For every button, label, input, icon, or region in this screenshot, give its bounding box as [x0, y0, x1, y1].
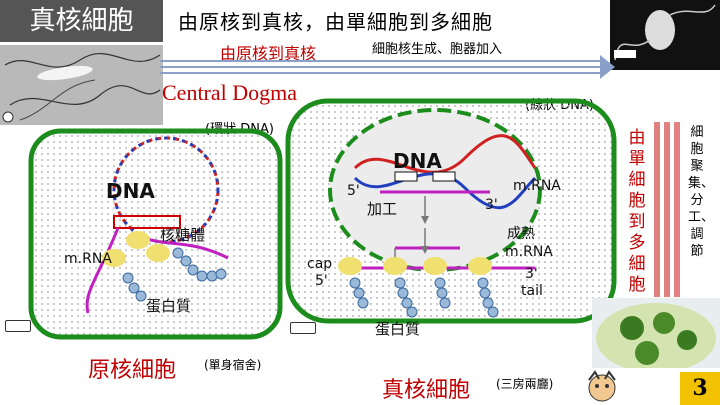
title-box: 真核細胞 — [0, 0, 163, 42]
prokaryote-cell-diagram: DNA m.RNA 核糖體 蛋白質 — [28, 128, 283, 340]
euk-3prime-2: 3' — [525, 266, 538, 282]
euk-cap-text: cap — [307, 256, 332, 272]
euk-5prime: 5' — [347, 183, 360, 199]
bacterium-photo — [0, 45, 163, 125]
euk-process-text: 加工 — [367, 200, 397, 218]
subtitle-nucleus-organelles: 細胞核生成、胞器加入 — [372, 42, 503, 57]
prokaryote-sub: (單身宿舍) — [204, 358, 262, 372]
arrow-prok-to-euk — [160, 55, 615, 79]
side-text-cell-aggregation: 細胞聚集、分工、調節 — [688, 125, 715, 259]
volvox-photo — [592, 298, 720, 368]
side-text-unicellular-to-multicellular: 由單細胞到多細胞 — [628, 128, 646, 295]
euk-mature-text: 成熟 — [507, 226, 535, 242]
page-number: 3 — [680, 372, 720, 405]
eukaryote-cell-diagram: DNA 5' 3' m.RNA 加工 成熟 m.RNA cap 5' 3' ta… — [285, 98, 617, 338]
cc-license-badge-2 — [290, 322, 316, 334]
prok-dna-text: DNA — [106, 179, 155, 203]
euk-mrna-text: m.RNA — [513, 178, 561, 194]
mascot-icon — [588, 370, 616, 402]
euk-3prime: 3' — [485, 197, 498, 213]
flagellate-photo — [610, 0, 720, 70]
subtitle-prokaryote-to-eukaryote: 由原核到真核 — [220, 44, 317, 63]
euk-protein-text: 蛋白質 — [375, 320, 420, 338]
prok-mrna-text: m.RNA — [64, 251, 112, 267]
prokaryote-label: 原核細胞 — [88, 358, 177, 383]
euk-mature-mrna-text: m.RNA — [505, 244, 553, 260]
cc-license-badge — [5, 320, 31, 332]
eukaryote-sub: (三房兩廳) — [496, 377, 554, 391]
eukaryote-label: 真核細胞 — [382, 378, 471, 403]
euk-tail-text: tail — [521, 283, 543, 299]
euk-cap-5prime: 5' — [315, 273, 328, 289]
prok-ribosome-text: 核糖體 — [160, 226, 205, 244]
side-divider-stripes — [654, 122, 680, 297]
euk-dna-text: DNA — [393, 149, 442, 173]
central-dogma-label: Central Dogma — [162, 80, 298, 105]
prok-protein-text: 蛋白質 — [146, 297, 191, 315]
header-title: 由原核到真核，由單細胞到多細胞 — [178, 10, 493, 34]
